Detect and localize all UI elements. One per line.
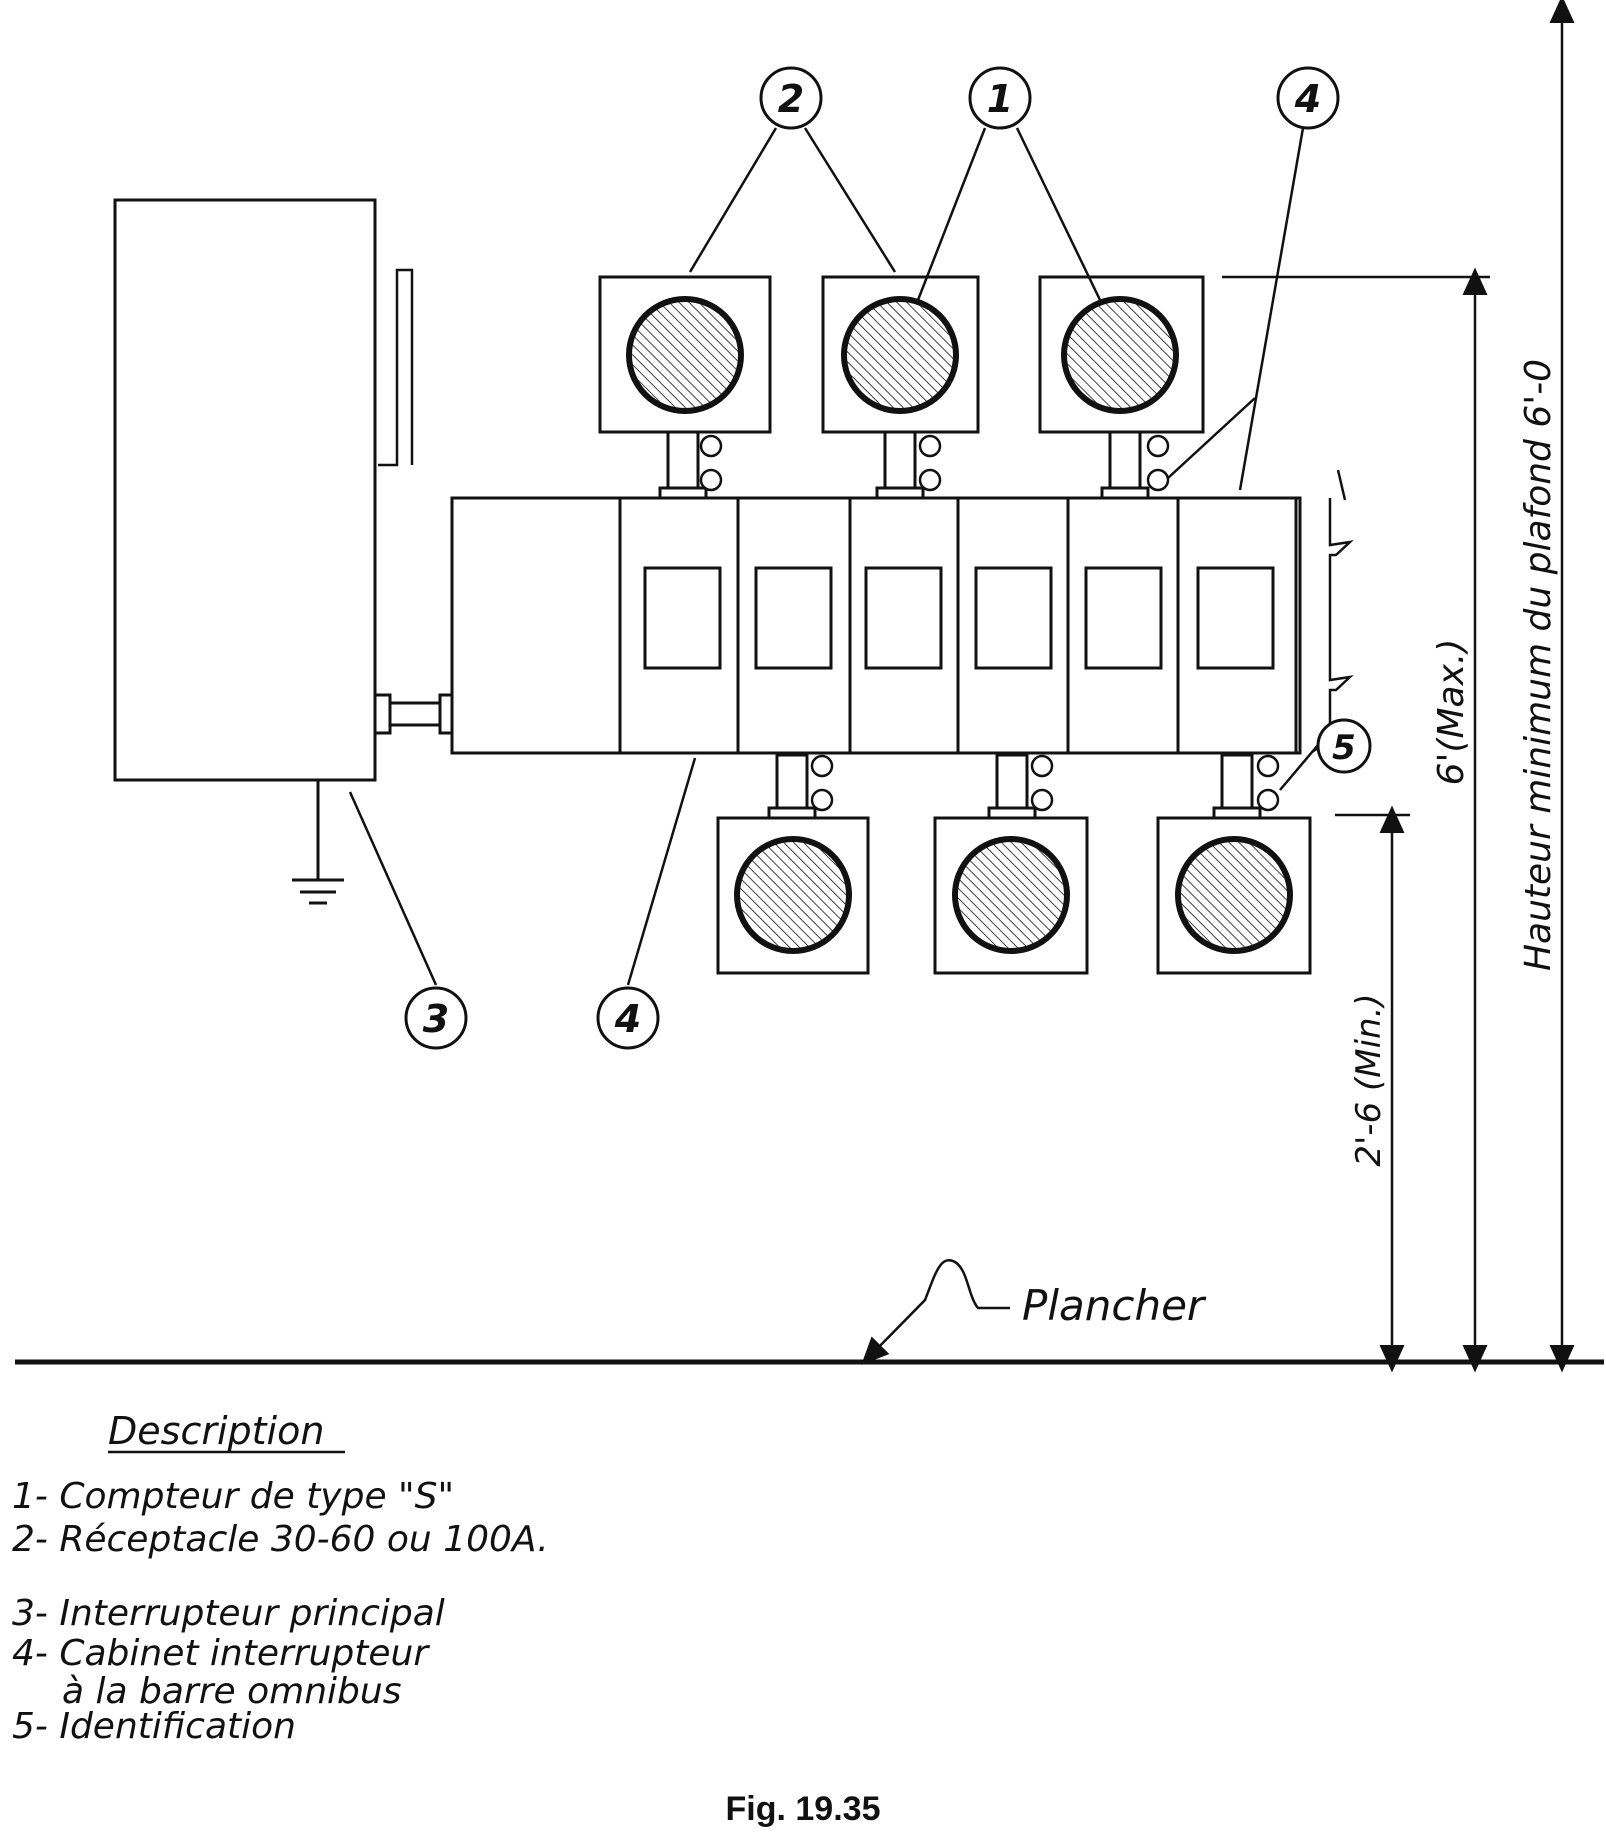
svg-text:1: 1 bbox=[987, 77, 1013, 121]
leader-lines bbox=[348, 127, 1319, 986]
legend-item: 5- Identification bbox=[12, 1706, 296, 1747]
cabinet-break-marks bbox=[1311, 469, 1354, 754]
meter-top-3 bbox=[1038, 275, 1205, 500]
max-height-label: 6'(Max.) bbox=[1431, 639, 1472, 786]
legend-item: 1- Compteur de type "S" bbox=[12, 1476, 454, 1517]
legend: Description 1- Compteur de type "S" 2- R… bbox=[12, 1409, 549, 1747]
bus-cabinet bbox=[450, 496, 1302, 755]
meter-bottom-3 bbox=[1156, 753, 1312, 975]
ceiling-height-label: Hauteur minimum du plafond 6'-0 bbox=[1518, 359, 1559, 971]
callout-5: 5 bbox=[1316, 718, 1372, 774]
legend-item: 4- Cabinet interrupteur bbox=[12, 1633, 430, 1674]
ground-symbol-icon bbox=[292, 780, 344, 905]
svg-text:3: 3 bbox=[423, 997, 449, 1041]
conduit-connector bbox=[373, 693, 454, 735]
callout-3: 3 bbox=[404, 986, 468, 1050]
legend-item: à la barre omnibus bbox=[62, 1671, 401, 1712]
svg-text:2: 2 bbox=[778, 77, 804, 121]
legend-item: 2- Réceptacle 30-60 ou 100A. bbox=[12, 1519, 549, 1560]
meter-top-1 bbox=[598, 275, 772, 500]
legend-title: Description bbox=[108, 1409, 324, 1453]
svg-text:4: 4 bbox=[614, 997, 641, 1041]
dimension-lines bbox=[1222, 0, 1575, 1373]
svg-text:5: 5 bbox=[1332, 728, 1356, 768]
floor-pointer bbox=[861, 1259, 1010, 1365]
callout-2: 2 bbox=[759, 66, 823, 130]
svg-text:4: 4 bbox=[1294, 77, 1321, 121]
callout-4-top: 4 bbox=[1276, 66, 1340, 130]
meter-top-2 bbox=[821, 275, 980, 500]
meter-bottom-1 bbox=[716, 753, 870, 975]
callout-1: 1 bbox=[968, 66, 1032, 130]
callout-4-bottom: 4 bbox=[596, 986, 660, 1050]
floor-label: Plancher bbox=[1022, 1281, 1207, 1330]
main-switch bbox=[113, 198, 414, 782]
meter-bottom-2 bbox=[933, 753, 1089, 975]
figure-caption: Fig. 19.35 bbox=[726, 1790, 881, 1828]
legend-item: 3- Interrupteur principal bbox=[12, 1593, 445, 1634]
min-height-label: 2'-6 (Min.) bbox=[1349, 993, 1389, 1166]
